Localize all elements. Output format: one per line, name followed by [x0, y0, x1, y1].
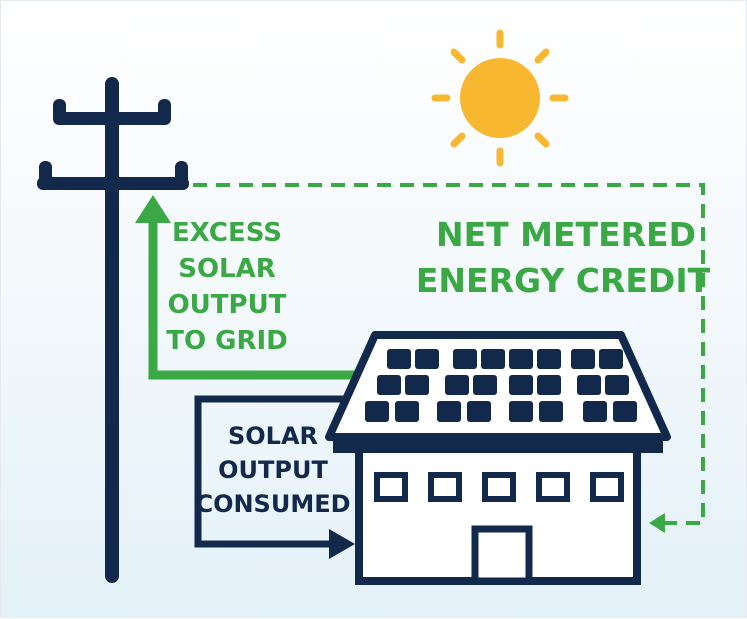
sun-icon: [431, 29, 569, 167]
solar-panel-cell: [537, 349, 561, 369]
house-icon: [333, 441, 663, 585]
solar-panel-cell: [437, 401, 461, 422]
solar-panel-cell: [613, 401, 637, 422]
solar-panel-cell: [509, 375, 533, 395]
solar-panel-cell: [387, 349, 411, 369]
solar-panel-cell: [509, 401, 533, 422]
credit-label-line: ENERGY CREDIT: [416, 261, 711, 300]
solar-panel-cell: [571, 349, 595, 369]
consumed-label-line: CONSUMED: [195, 490, 350, 518]
excess-label-line: SOLAR: [178, 254, 276, 284]
solar-panel-cell: [583, 401, 607, 422]
solar-panel-cell: [405, 375, 429, 395]
excess-arrowhead: [135, 195, 171, 223]
solar-panel-cell: [605, 375, 629, 395]
excess-label-line: OUTPUT: [168, 290, 287, 320]
solar-panel-cell: [365, 401, 389, 422]
house-door: [471, 525, 533, 585]
solar-panel-cell: [453, 349, 477, 369]
consumed-label-line: SOLAR: [228, 422, 318, 450]
excess-label-line: EXCESS: [172, 218, 282, 248]
solar-panel-cell: [481, 349, 505, 369]
solar-panel-cell: [377, 375, 401, 395]
consumed-output-label: SOLAR OUTPUT CONSUMED: [195, 422, 350, 518]
credit-arrowhead: [649, 513, 665, 533]
solar-panel-cell: [537, 375, 561, 395]
credit-label-line: NET METERED: [436, 215, 696, 254]
consumed-arrowhead: [329, 529, 355, 559]
excess-label-line: TO GRID: [166, 326, 288, 356]
solar-panel-cell: [509, 349, 533, 369]
solar-panel-cell: [395, 401, 419, 422]
net-metered-credit-label: NET METERED ENERGY CREDIT: [416, 215, 711, 300]
solar-panel-cell: [445, 375, 469, 395]
solar-panel-cell: [539, 401, 563, 422]
consumed-label-line: OUTPUT: [218, 456, 328, 484]
solar-panel-cell: [415, 349, 439, 369]
utility-pole-icon: [37, 77, 189, 583]
net-metered-credit-path: [193, 183, 705, 525]
consumed-output-arrow: [194, 395, 363, 548]
excess-output-arrow: [148, 219, 367, 380]
house-windows: [374, 472, 624, 502]
solar-panel-cell: [473, 375, 497, 395]
excess-output-label: EXCESS SOLAR OUTPUT TO GRID: [166, 218, 288, 356]
solar-panel-cell: [577, 375, 601, 395]
solar-panel-cell: [599, 349, 623, 369]
solar-panel-cell: [467, 401, 491, 422]
solar-panel-icon: [325, 331, 671, 441]
